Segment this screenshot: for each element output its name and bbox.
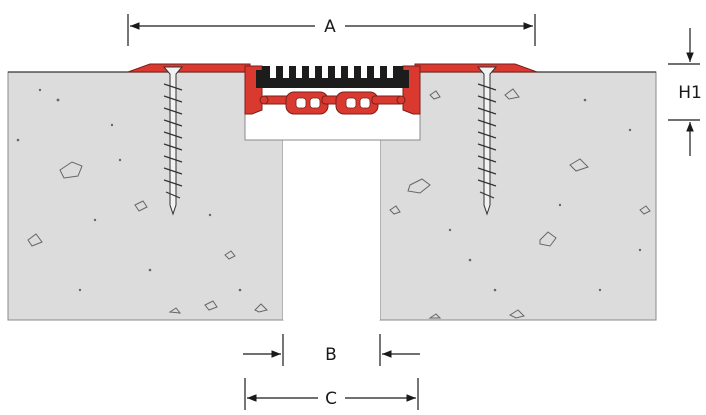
dimension-h1 <box>668 28 700 156</box>
rubber-insert <box>256 66 409 88</box>
joint-gap <box>283 140 380 320</box>
screw-icon <box>162 66 184 216</box>
screw-icon <box>476 66 498 216</box>
dimension-b <box>243 334 420 366</box>
dimension-h1-label: H1 <box>678 83 702 103</box>
concrete-slab-left <box>7 71 284 321</box>
aggregate-texture <box>27 88 651 319</box>
hinge-links <box>259 91 406 115</box>
dimension-a <box>127 14 536 46</box>
aggregate-dots <box>16 88 642 292</box>
dimension-c-label: C <box>325 389 337 409</box>
dimension-c <box>244 378 419 410</box>
dimension-b-label: B <box>325 345 337 365</box>
concrete-slab-right <box>379 71 657 321</box>
dimension-a-label: A <box>324 17 336 37</box>
